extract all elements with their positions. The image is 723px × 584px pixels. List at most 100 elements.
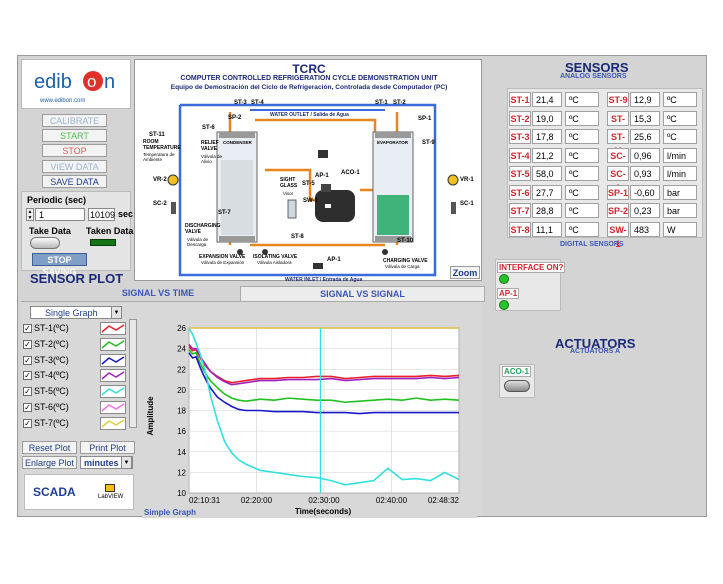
channel-legend-swatch[interactable] bbox=[100, 353, 126, 367]
channel-checkbox[interactable]: ✓ bbox=[23, 403, 32, 412]
x-tick-label: 02:30:00 bbox=[308, 496, 340, 505]
sensor-value-st-1: 21,4 bbox=[532, 92, 562, 107]
channel-scrollbar[interactable] bbox=[129, 319, 137, 428]
tab-signal-vs-signal[interactable]: SIGNAL VS SIGNAL bbox=[240, 286, 485, 302]
diagram-pipework bbox=[167, 103, 459, 277]
take-data-toggle[interactable] bbox=[30, 237, 60, 249]
y-tick-label: 18 bbox=[177, 407, 186, 416]
y-tick-label: 20 bbox=[177, 386, 186, 395]
sensor-value-st-10: 15,3 bbox=[630, 110, 660, 126]
aco1-switch[interactable] bbox=[504, 380, 530, 392]
calibrate-button[interactable]: CALIBRATE bbox=[42, 114, 107, 127]
label-charging: CHARGING VALVE bbox=[383, 258, 428, 264]
label-discharging: DISCHARGING VALVE bbox=[185, 223, 221, 235]
sensor-unit-sp-2: bar bbox=[663, 203, 697, 218]
y-tick-label: 26 bbox=[177, 324, 186, 333]
sensor-unit-st-7: ºC bbox=[565, 203, 599, 218]
sensor-name-sc-1: SC-1 bbox=[607, 147, 629, 175]
channel-legend-swatch[interactable] bbox=[100, 337, 126, 351]
analog-sensors-title: ANALOG SENSORS bbox=[560, 73, 627, 80]
time-unit-value: minutes bbox=[84, 458, 119, 468]
edibon-url[interactable]: www.edibon.com bbox=[40, 98, 86, 104]
channel-checkbox[interactable]: ✓ bbox=[23, 387, 32, 397]
label-st8: ST-8 bbox=[291, 234, 304, 240]
logo-panel: edib o n www.edibon.com bbox=[21, 59, 131, 109]
label-evaporator: EVAPORATOR bbox=[377, 140, 409, 145]
label-room-temp: ROOM TEMPERATURE bbox=[143, 139, 181, 151]
channel-legend-swatch[interactable] bbox=[100, 416, 126, 430]
channel-checkbox[interactable]: ✓ bbox=[23, 355, 32, 365]
graph-mode-value: Single Graph bbox=[45, 308, 98, 318]
label-st4: ST-4 bbox=[251, 100, 264, 106]
stop-button[interactable]: STOP bbox=[42, 144, 107, 157]
sensor-name-st-1: ST-1 bbox=[509, 92, 531, 107]
scada-text: SCADA bbox=[33, 485, 76, 499]
sensor-name-st-2: ST-2 bbox=[509, 110, 531, 126]
seconds-counter: 10109 bbox=[88, 208, 116, 221]
x-axis-label: Time(seconds) bbox=[295, 507, 352, 516]
view-data-button[interactable]: VIEW DATA bbox=[42, 160, 107, 173]
channel-checkbox[interactable]: ✓ bbox=[23, 339, 32, 349]
save-data-button[interactable]: SAVE DATA bbox=[42, 175, 107, 188]
enlarge-plot-button[interactable]: Enlarge Plot bbox=[22, 456, 77, 469]
zoom-button[interactable]: Zoom bbox=[450, 266, 480, 279]
svg-text:edib: edib bbox=[34, 71, 72, 93]
channel-legend-swatch[interactable] bbox=[100, 369, 126, 383]
sensor-name-sp-1: SP-1 bbox=[607, 184, 629, 200]
channel-legend-swatch[interactable] bbox=[100, 385, 126, 399]
sensor-value-st-2: 19,0 bbox=[532, 110, 562, 126]
stop-saving-button[interactable]: STOP SAVING bbox=[32, 253, 87, 277]
channel-label: ST-7(ºC) bbox=[34, 417, 69, 428]
series-line-st4c bbox=[188, 343, 460, 386]
ap1-led bbox=[499, 300, 509, 310]
labview-icon bbox=[105, 484, 115, 492]
time-unit-select[interactable]: minutes bbox=[80, 456, 133, 469]
sensor-name-st-5: ST-5 bbox=[509, 166, 531, 181]
channel-checkbox[interactable]: ✓ bbox=[23, 418, 32, 428]
x-tick-label: 02:10:31 bbox=[189, 496, 221, 505]
label-st6: ST-6 bbox=[202, 125, 215, 131]
svg-text:n: n bbox=[104, 71, 115, 93]
channel-label: ST-4(ºC) bbox=[34, 370, 69, 381]
series-line-st3c bbox=[188, 352, 459, 415]
x-tick-label: 02:40:00 bbox=[376, 496, 408, 505]
digital-sensors-title: DIGITAL SENSORS bbox=[560, 241, 624, 248]
periodic-spinner[interactable]: ▲▼ bbox=[26, 208, 34, 221]
label-sc2: SC-2 bbox=[153, 201, 167, 207]
y-axis-label: Amplitude bbox=[146, 396, 155, 436]
sensor-unit-st-6: ºC bbox=[565, 184, 599, 200]
tab-signal-vs-time[interactable]: SIGNAL VS TIME bbox=[121, 288, 195, 298]
start-button[interactable]: START bbox=[42, 129, 107, 142]
chevron-down-icon[interactable]: ▼ bbox=[121, 456, 132, 469]
actuators-title: ACTUATORS bbox=[555, 336, 636, 351]
sensor-plot-title: SENSOR PLOT bbox=[30, 271, 124, 286]
print-plot-button[interactable]: Print Plot bbox=[80, 441, 135, 454]
channel-checkbox[interactable]: ✓ bbox=[23, 324, 32, 333]
sensor-name-st-6: ST-6 bbox=[509, 184, 531, 200]
y-tick-label: 22 bbox=[177, 365, 186, 374]
label-st10: ST-10 bbox=[397, 238, 414, 244]
label-st7: ST-7 bbox=[218, 210, 231, 216]
sensor-value-st-9: 12,9 bbox=[630, 92, 660, 107]
sensor-value-st-8: 11,1 bbox=[532, 221, 562, 237]
label-st5: ST-5 bbox=[302, 181, 315, 187]
periodic-panel: Periodic (sec) ▲▼ 1 10109 sec Take Data … bbox=[21, 191, 133, 277]
channel-label: ST-5(ºC) bbox=[34, 386, 69, 397]
label-water-outlet: WATER OUTLET / Salida de Agua bbox=[270, 112, 349, 118]
label-st1: ST-1 bbox=[375, 100, 388, 106]
sensor-value-st-11: 25,6 bbox=[630, 129, 660, 144]
sensor-unit-st-3: ºC bbox=[565, 129, 599, 144]
graph-mode-select[interactable]: Single Graph bbox=[30, 306, 122, 319]
periodic-input[interactable]: 1 bbox=[35, 208, 85, 221]
x-tick-label: 02:20:00 bbox=[241, 496, 273, 505]
sensor-name-st-8: ST-8 bbox=[509, 221, 531, 237]
channel-legend-swatch[interactable] bbox=[100, 322, 126, 335]
reset-plot-button[interactable]: Reset Plot bbox=[22, 441, 77, 454]
channel-checkbox[interactable]: ✓ bbox=[23, 371, 32, 381]
diagram-title: TCRC bbox=[292, 62, 326, 76]
sensor-value-st-6: 27,7 bbox=[532, 184, 562, 200]
chevron-down-icon[interactable]: ▼ bbox=[111, 306, 122, 319]
app-window: edib o n www.edibon.com CALIBRATE START … bbox=[17, 55, 707, 518]
channel-legend-swatch[interactable] bbox=[100, 401, 126, 414]
label-st3: ST-3 bbox=[234, 100, 247, 106]
